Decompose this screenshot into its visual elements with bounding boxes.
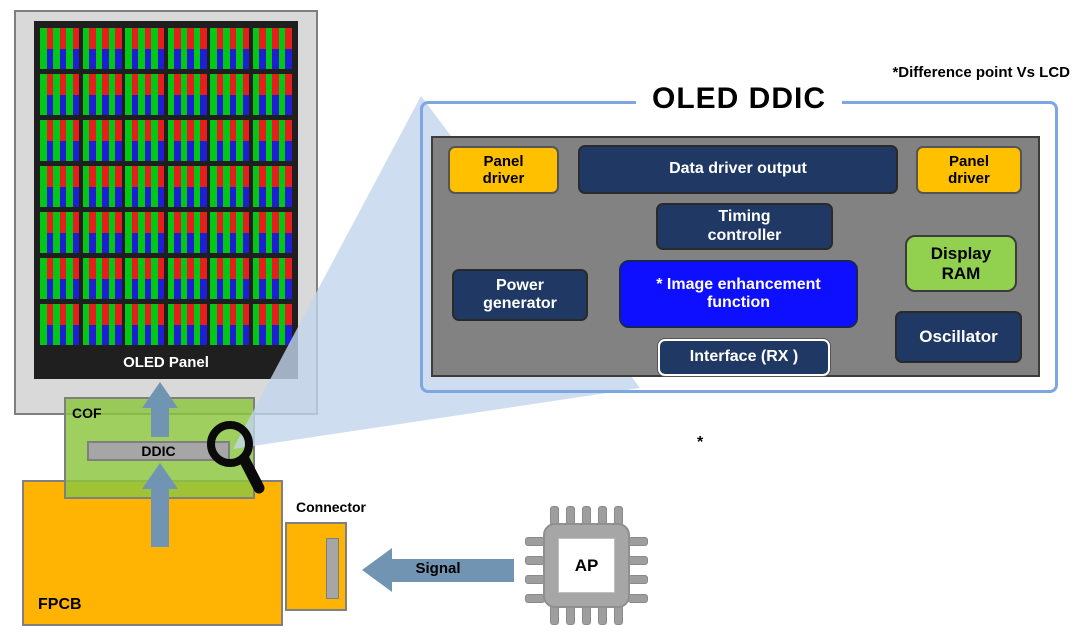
connector-label: Connector xyxy=(296,499,366,515)
difference-note: *Difference point Vs LCD xyxy=(892,64,1070,81)
ap-label: AP xyxy=(574,555,599,575)
ddic-die: Panel driver Data driver output Panel dr… xyxy=(431,136,1040,377)
block-power-generator: Power generator xyxy=(452,269,588,321)
connector-slot xyxy=(326,538,339,599)
signal-label: Signal xyxy=(415,560,461,577)
block-oscillator: Oscillator xyxy=(895,311,1022,363)
connector-block xyxy=(285,522,347,611)
block-interface-rx: Interface (RX ) xyxy=(658,339,830,376)
oled-panel-frame: OLED Panel xyxy=(14,10,318,415)
ap-chip-body: AP xyxy=(543,523,630,608)
ddic-chip-label: DDIC xyxy=(141,443,176,459)
oled-panel-label: OLED Panel xyxy=(123,354,209,371)
fpcb-board: FPCB xyxy=(22,480,283,626)
oled-panel-screen: OLED Panel xyxy=(34,21,298,379)
ap-chip-core: AP xyxy=(558,538,615,593)
ddic-chip-bar: DDIC xyxy=(87,441,230,461)
oled-ddic-box: OLED DDIC Panel driver Data driver outpu… xyxy=(420,82,1058,393)
floating-asterisk: * xyxy=(697,434,704,451)
block-image-enhancement: * Image enhancement function xyxy=(619,260,858,328)
oled-ddic-title: OLED DDIC xyxy=(636,82,842,116)
subpixel-grid xyxy=(40,28,292,345)
cof-label: COF xyxy=(72,405,102,421)
fpcb-label: FPCB xyxy=(38,596,82,613)
block-timing-controller: Timing controller xyxy=(656,203,833,250)
block-data-driver-output: Data driver output xyxy=(578,145,898,194)
block-panel-driver-right: Panel driver xyxy=(916,146,1022,194)
cof-film: COF DDIC xyxy=(64,397,255,499)
block-panel-driver-left: Panel driver xyxy=(448,146,559,194)
block-display-ram: Display RAM xyxy=(905,235,1017,292)
